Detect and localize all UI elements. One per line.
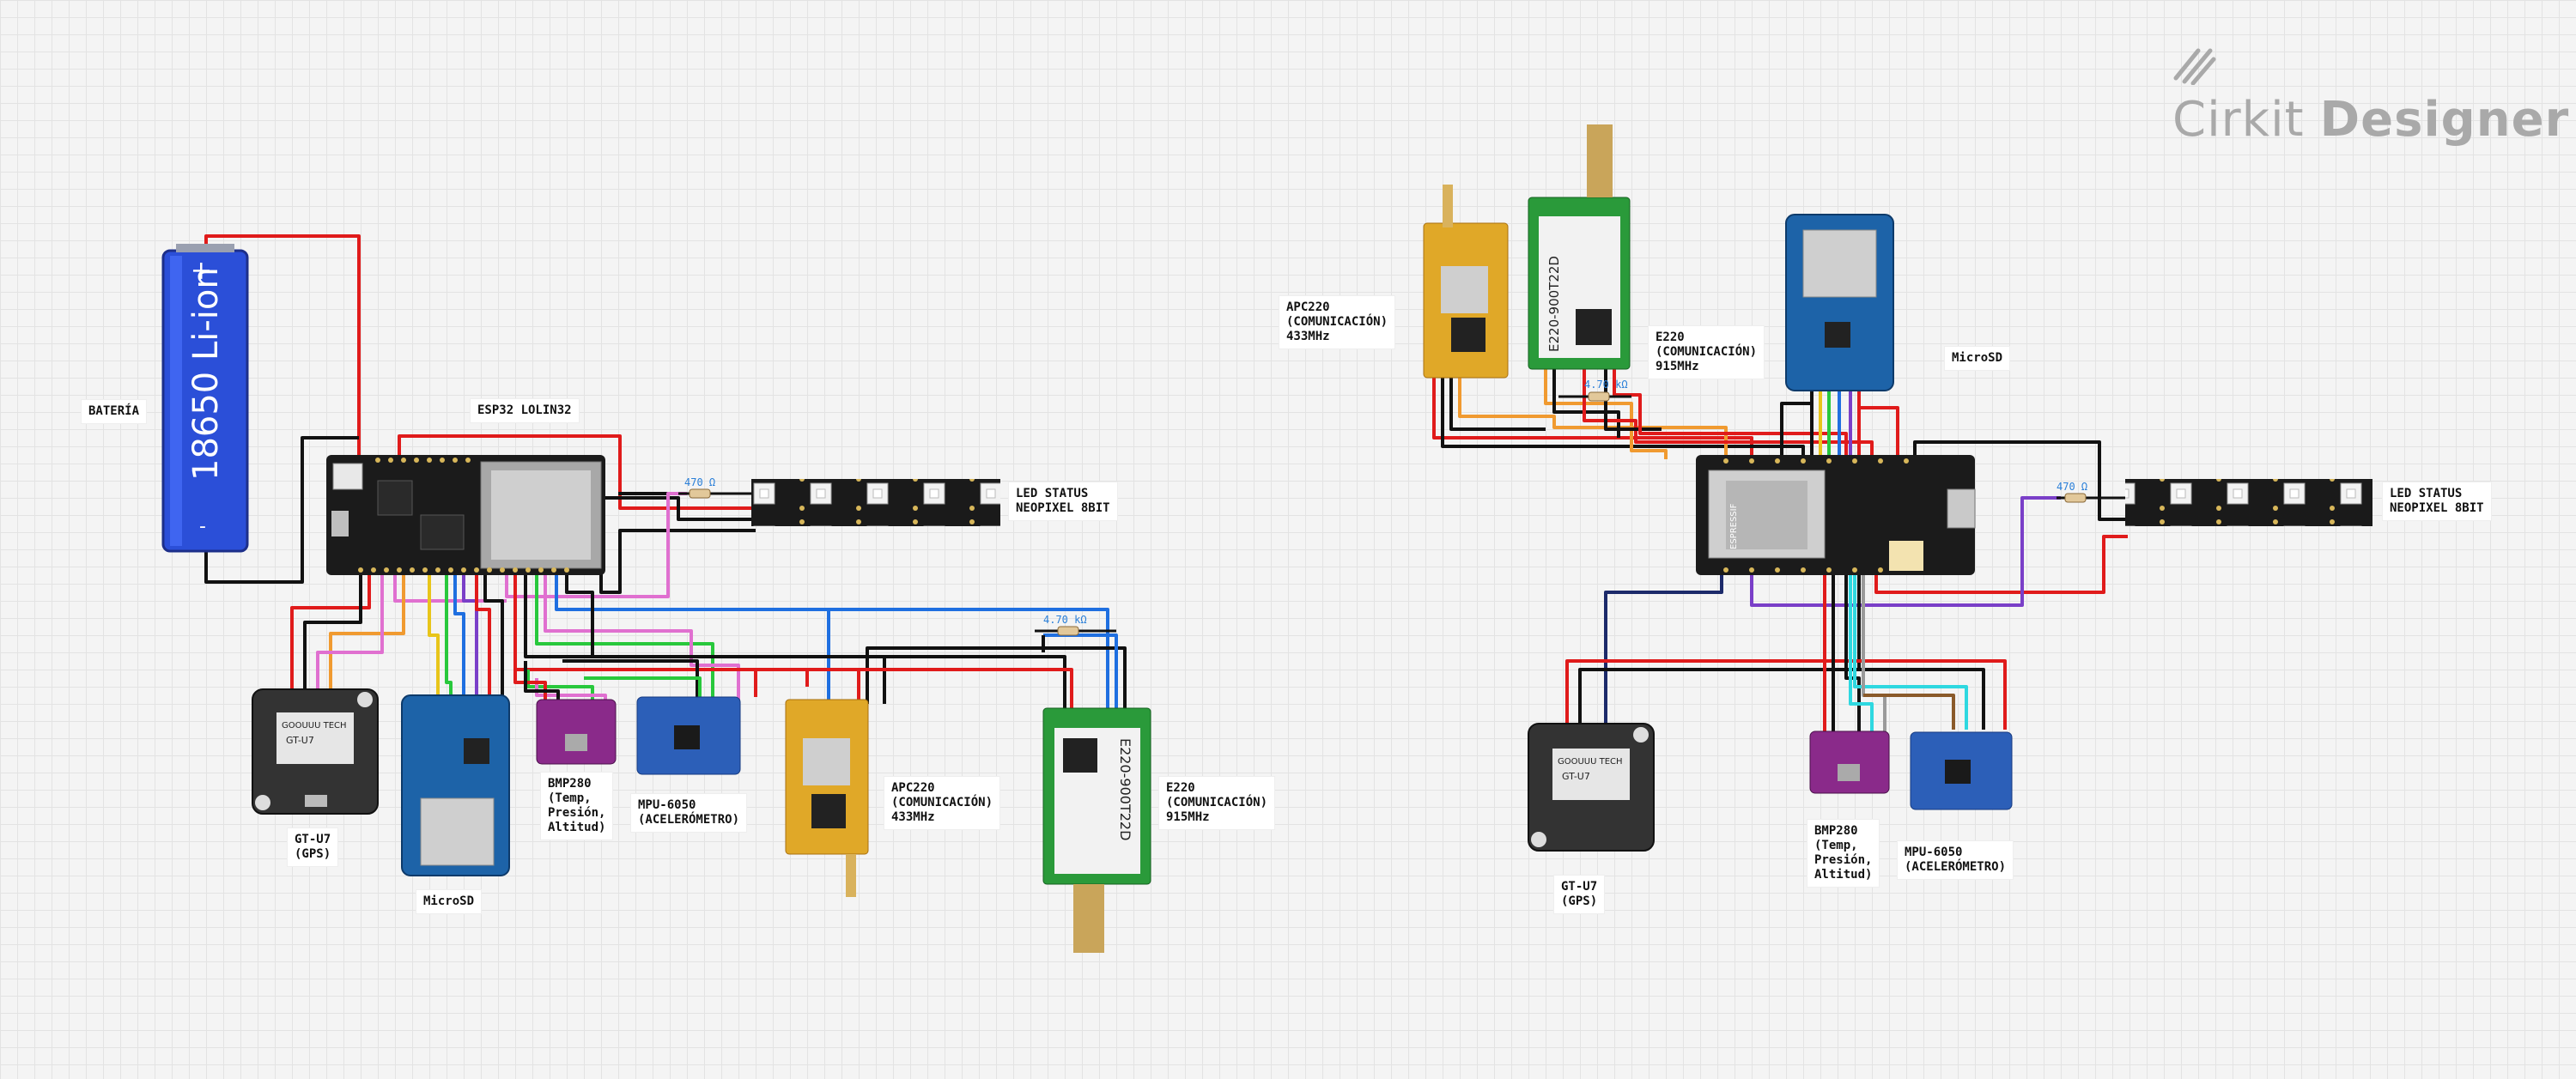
esp32-right-pins — [1723, 458, 1909, 573]
label-apc220-right: APC220 (COMUNICACIÓN) 433MHz — [1279, 296, 1395, 349]
wires-right — [1432, 365, 2128, 734]
apc220-module-right[interactable] — [1423, 185, 1509, 379]
label-microsd-right: MicroSD — [1945, 347, 2010, 370]
esp32-pin-row-bottom — [358, 567, 569, 573]
battery-left[interactable]: 18650 Li-ion + - — [161, 244, 249, 553]
label-gps-left: GT-U7 (GPS) — [288, 828, 338, 866]
microsd-module-left[interactable] — [401, 694, 510, 876]
resistor-4k7-left-value: 4.70 kΩ — [1043, 614, 1087, 626]
resistor-470-right[interactable]: 470 Ω — [2057, 481, 2128, 503]
resistor-4k7-left[interactable]: 4.70 kΩ — [1035, 614, 1116, 636]
esp32-right-brand: ESPRESSIF — [1729, 503, 1739, 549]
microsd-module-right[interactable] — [1785, 214, 1894, 391]
gps-right-model: GT-U7 — [1562, 771, 1590, 782]
label-e220-right: E220 (COMUNICACIÓN) 915MHz — [1649, 326, 1765, 379]
label-led-left: LED STATUS NEOPIXEL 8BIT — [1009, 482, 1117, 520]
esp32-pin-row-top — [375, 458, 471, 463]
battery-label-text: 18650 Li-ion — [186, 267, 226, 481]
e220-module-right[interactable]: E220-900T22D — [1528, 124, 1631, 370]
logo-text-left: Cirkit — [2172, 92, 2305, 148]
logo-text-right: Designer — [2319, 92, 2570, 148]
gps-module-right[interactable]: GOOUUU TECH GT-U7 — [1528, 723, 1655, 852]
resistor-4k7-right-value: 4.70 kΩ — [1584, 379, 1628, 391]
resistor-4k7-right[interactable]: 4.70 kΩ — [1558, 379, 1631, 402]
bmp280-module-right[interactable] — [1809, 730, 1890, 794]
esp32-lolin32-board[interactable] — [326, 455, 605, 575]
label-e220-left: E220 (COMUNICACIÓN) 915MHz — [1159, 777, 1275, 829]
apc220-module-left[interactable] — [785, 699, 869, 897]
e220-module-left[interactable]: E220-900T22D — [1042, 707, 1151, 953]
resistor-470-left[interactable]: 470 Ω — [678, 476, 756, 499]
mpu6050-module-left[interactable] — [636, 696, 741, 775]
resistor-470-right-value: 470 Ω — [2057, 481, 2087, 493]
label-microsd-left: MicroSD — [416, 890, 482, 913]
label-mpu6050-left: MPU-6050 (ACELERÓMETRO) — [631, 794, 747, 832]
e220-left-model: E220-900T22D — [1117, 738, 1133, 840]
bmp280-module-left[interactable] — [536, 699, 617, 765]
label-gps-right: GT-U7 (GPS) — [1554, 876, 1605, 913]
resistor-470-left-value: 470 Ω — [684, 476, 715, 488]
wires-left — [204, 234, 1127, 717]
mpu6050-module-right[interactable] — [1910, 731, 2013, 810]
label-led-right: LED STATUS NEOPIXEL 8BIT — [2383, 482, 2491, 520]
led-strip-right[interactable] — [2125, 479, 2372, 526]
gps-left-model: GT-U7 — [286, 735, 314, 746]
gps-left-brand: GOOUUU TECH — [282, 721, 347, 730]
gps-module-left[interactable]: GOOUUU TECH GT-U7 — [252, 688, 379, 815]
label-apc220-left: APC220 (COMUNICACIÓN) 433MHz — [884, 777, 1000, 829]
led-strip-left[interactable] — [751, 479, 1000, 526]
label-bmp280-right: BMP280 (Temp, Presión, Altitud) — [1807, 820, 1880, 887]
label-esp32: ESP32 LOLIN32 — [471, 399, 579, 422]
label-mpu6050-right: MPU-6050 (ACELERÓMETRO) — [1898, 841, 2014, 879]
label-bmp280-left: BMP280 (Temp, Presión, Altitud) — [541, 773, 613, 840]
gps-right-brand: GOOUUU TECH — [1558, 757, 1623, 767]
e220-right-model: E220-900T22D — [1546, 256, 1562, 352]
label-bateria: BATERÍA — [82, 400, 147, 423]
cirkit-logo-icon — [2173, 48, 2216, 86]
battery-plus: + — [186, 260, 216, 282]
esp32-devkit-board-right[interactable]: ESPRESSIF — [1696, 455, 1976, 575]
battery-minus: - — [199, 516, 206, 537]
